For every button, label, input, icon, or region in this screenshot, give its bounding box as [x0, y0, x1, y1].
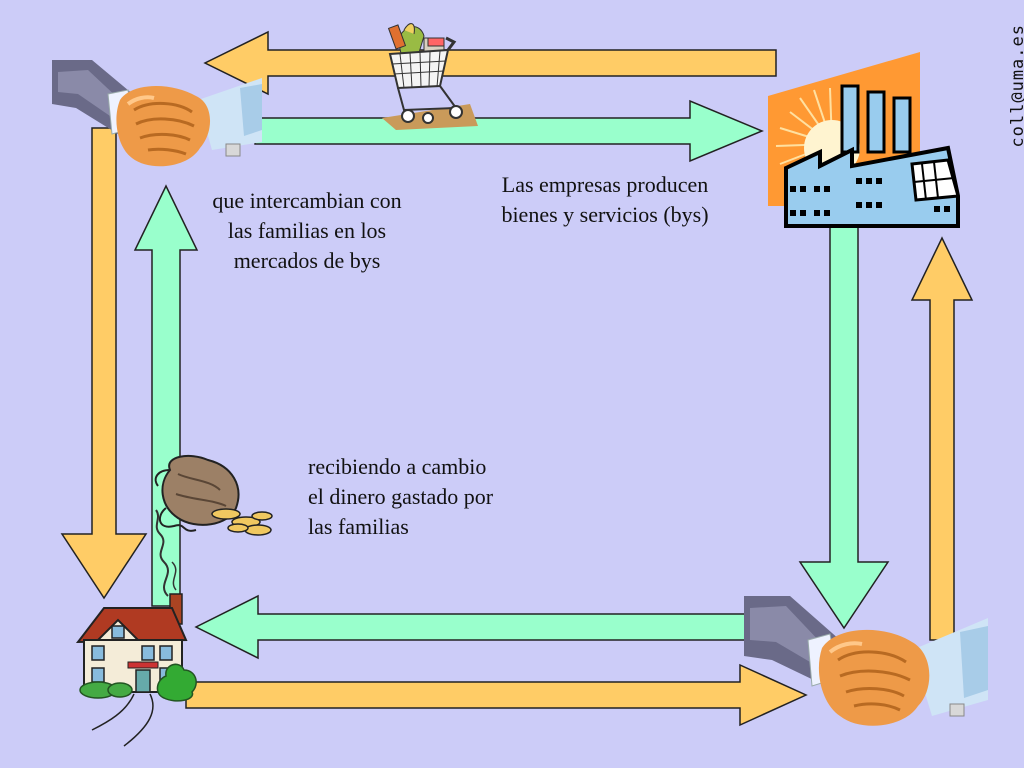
arrow-right-down-green	[798, 221, 890, 630]
shopping-cart-icon	[382, 23, 478, 130]
factory-icon	[768, 52, 960, 228]
arrow-left-up-green	[133, 184, 199, 607]
author-email: coll@uma.es	[1008, 24, 1024, 148]
caption-receive-money: recibiendo a cambio el dinero gastado po…	[308, 454, 494, 539]
arrow-bottom-right-orange	[185, 663, 808, 727]
arrow-left-down-orange	[60, 127, 148, 600]
handshake-top-left-icon	[52, 60, 262, 167]
handshake-bottom-right-icon	[744, 596, 988, 726]
arrow-top-right-green	[254, 99, 764, 163]
arrow-right-up-orange	[910, 236, 974, 641]
caption-firms-produce: Las empresas producen bienes y servicios…	[501, 172, 709, 227]
arrow-bottom-left-green	[194, 594, 807, 660]
house-icon	[75, 509, 197, 747]
caption-exchange-markets: que intercambian con las familias en los…	[212, 188, 402, 273]
money-bag-icon	[154, 454, 273, 536]
arrow-top-left-orange	[203, 30, 777, 96]
